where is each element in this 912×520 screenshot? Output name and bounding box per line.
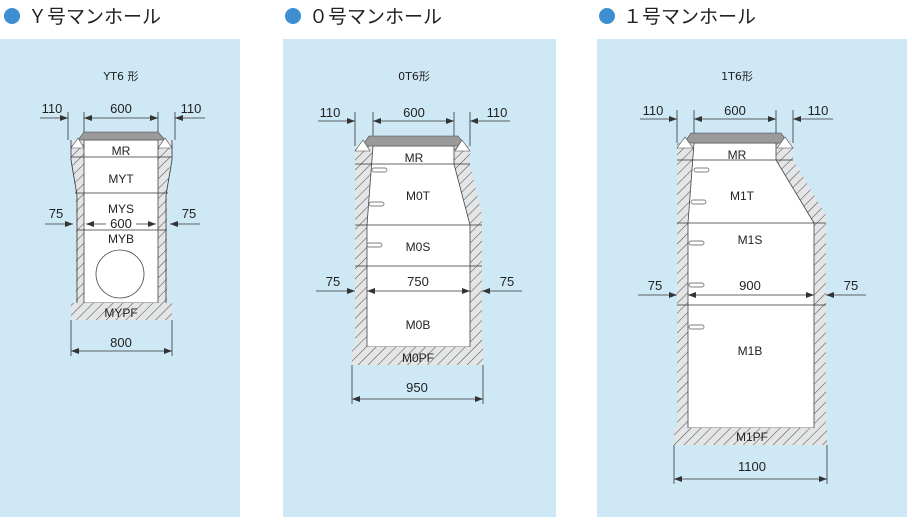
dim-left-top: 110 [320,105,341,120]
dim-left-wall: 75 [49,206,63,221]
part-label: M1B [738,344,763,358]
part-label: M0PF [402,351,434,365]
dim-base-width: 1100 [738,459,766,474]
dim-right-top: 110 [808,103,829,118]
part-label: M0S [406,240,431,254]
dim-inner-width: 600 [110,216,132,231]
part-label: MR [728,148,747,162]
part-label: M0B [406,318,431,332]
header-0: ０号マンホール [285,6,442,28]
part-label: M1T [730,189,755,203]
manhole-y-drawing: YT6 形 MR MYT MYS MYB MYPF 110 600 110 75… [40,70,205,356]
panel-title: Ｙ号マンホール [28,6,161,28]
panel-title: ０号マンホール [309,6,442,28]
dim-right-wall: 75 [844,278,858,293]
part-label: MYT [108,172,134,186]
part-label: MYS [108,202,134,216]
dim-right-top: 110 [181,101,202,116]
type-label: 1T6形 [721,70,753,83]
dim-cover-width: 600 [724,103,746,118]
dim-left-wall: 75 [326,274,340,289]
panel-title: １号マンホール [623,6,756,28]
dim-cover-width: 600 [403,105,425,120]
part-label: M1S [738,233,763,247]
dim-cover-width: 600 [110,101,132,116]
bullet-icon [285,8,301,24]
bullet-icon [599,8,615,24]
header-1: １号マンホール [599,6,756,28]
dim-base-width: 950 [406,380,428,395]
part-label: MYB [108,232,134,246]
dim-right-wall: 75 [500,274,514,289]
ladder-rungs [366,167,388,248]
bullet-icon [4,8,20,24]
part-label: M1PF [736,430,768,444]
dim-inner-width: 750 [407,274,429,289]
ladder-rungs [688,167,710,330]
type-label: YT6 形 [103,70,139,83]
part-label: M0T [406,189,431,203]
header-y: Ｙ号マンホール [4,6,161,28]
type-label: 0T6形 [398,70,430,83]
manhole-1-drawing: 1T6形 MR M1T M1S M1B M1PF 110 600 110 75 … [638,70,866,484]
dim-left-wall: 75 [648,278,662,293]
dim-inner-width: 900 [739,278,761,293]
part-label: MR [405,151,424,165]
manhole-0-drawing: 0T6形 MR M0T M0S M0B M0PF 110 600 110 75 … [316,70,522,404]
part-label: MYPF [104,306,137,320]
dim-right-top: 110 [487,105,508,120]
dim-left-top: 110 [42,101,63,116]
pipe-opening [95,249,145,299]
dim-base-width: 800 [110,335,132,350]
part-label: MR [112,144,131,158]
dim-left-top: 110 [643,103,664,118]
dim-right-wall: 75 [182,206,196,221]
